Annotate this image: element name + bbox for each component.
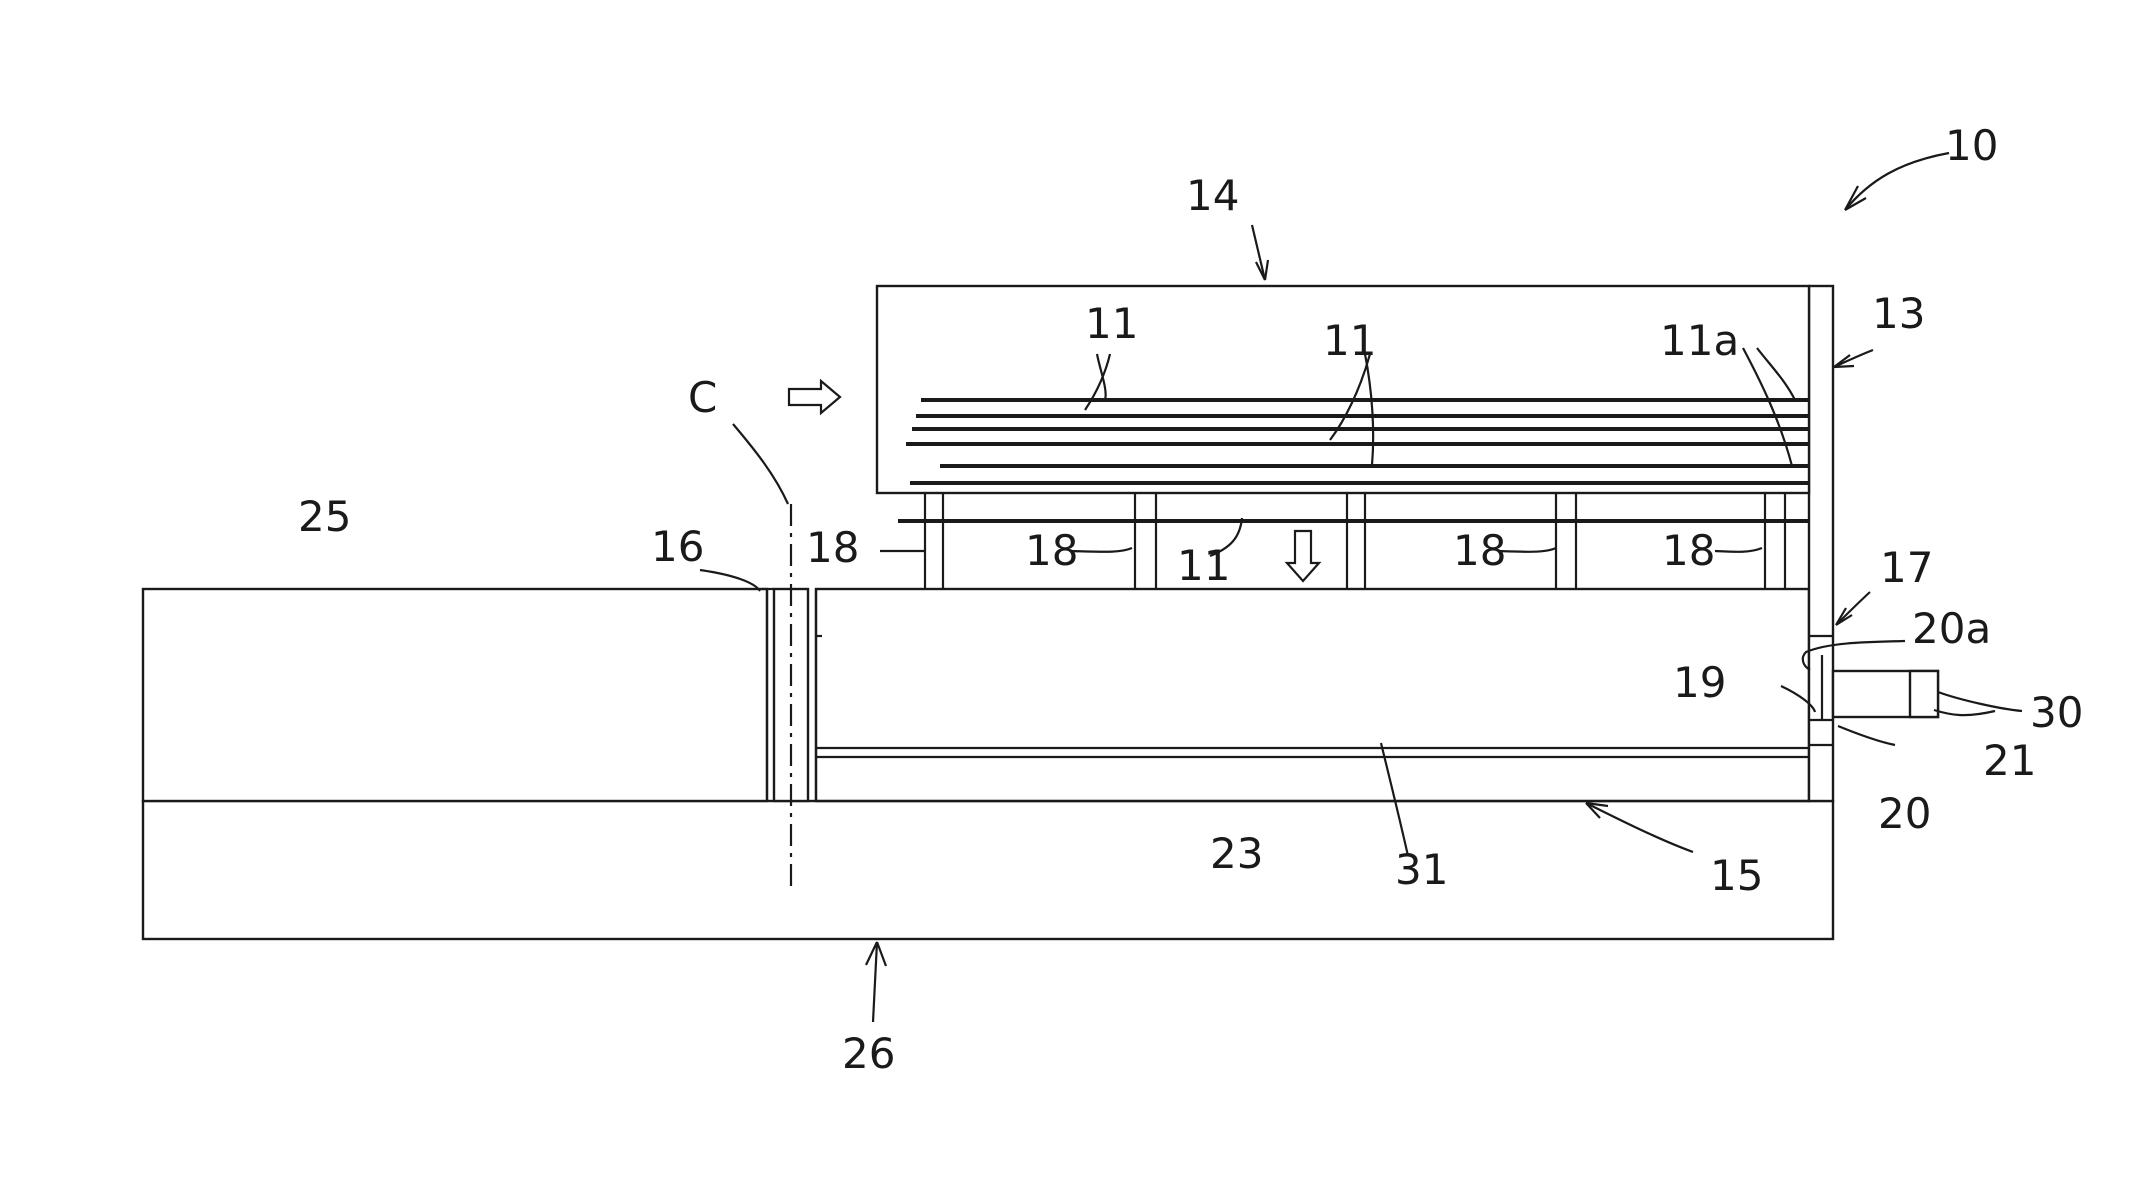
wall-13: [1809, 286, 1833, 801]
label-11a: 11a: [1660, 316, 1739, 365]
left-block-25: [143, 589, 767, 801]
label-14: 14: [1186, 171, 1239, 220]
label-30: 30: [2030, 688, 2083, 737]
label-31: 31: [1395, 845, 1448, 894]
main-housing: [816, 589, 1809, 801]
label-20: 20: [1878, 789, 1931, 838]
label-23: 23: [1210, 829, 1263, 878]
rod-end-30: [1910, 671, 1938, 717]
label-18-d: 18: [1662, 526, 1715, 575]
label-20a: 20a: [1912, 604, 1991, 653]
label-15: 15: [1710, 851, 1763, 900]
label-18-a: 18: [806, 523, 859, 572]
right-arrow-icon: [789, 381, 840, 413]
label-18-b: 18: [1025, 526, 1078, 575]
label-19: 19: [1673, 658, 1726, 707]
label-26: 26: [842, 1029, 895, 1078]
label-25: 25: [298, 492, 351, 541]
label-21: 21: [1983, 736, 2036, 785]
label-11-a: 11: [1085, 299, 1138, 348]
label-10: 10: [1945, 121, 1998, 170]
label-c: C: [688, 373, 717, 422]
label-17: 17: [1880, 543, 1933, 592]
label-11-b: 11: [1323, 316, 1376, 365]
frame-26: [143, 801, 1833, 939]
label-16: 16: [651, 522, 704, 571]
label-18-c: 18: [1453, 526, 1506, 575]
down-arrow-icon: [1287, 531, 1319, 581]
label-11-c: 11: [1177, 541, 1230, 590]
label-13: 13: [1872, 289, 1925, 338]
